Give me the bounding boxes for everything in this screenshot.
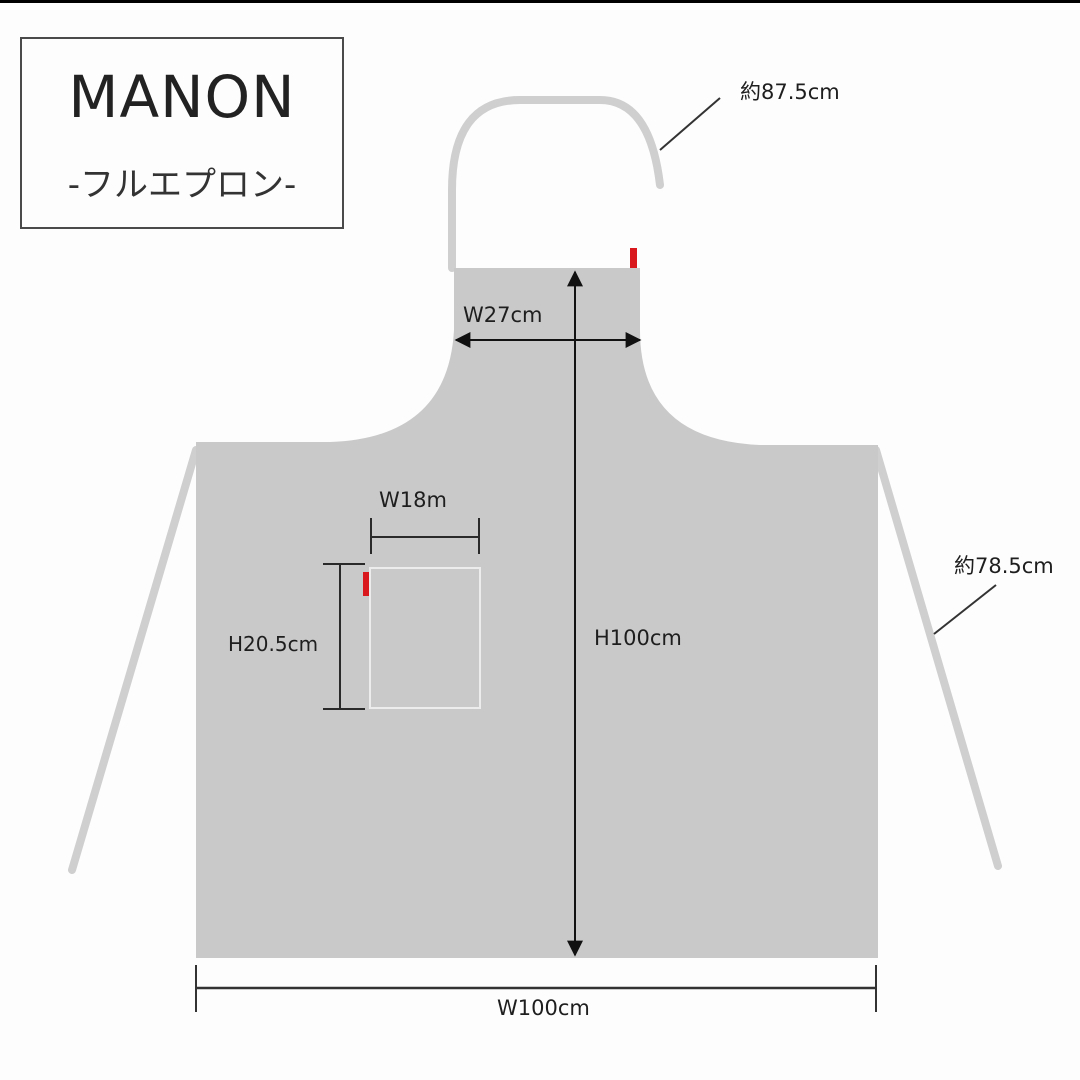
- waist-tie-leader: [933, 584, 997, 635]
- neck-strap: [448, 96, 664, 272]
- top-border: [0, 0, 1080, 3]
- neck-strap-leader: [659, 97, 721, 151]
- apron-body: [196, 268, 878, 958]
- waist-tie-length-label: 約78.5cm: [954, 554, 1054, 578]
- left-waist-tie: [68, 446, 200, 874]
- pocket-width-label: W18m: [379, 488, 447, 512]
- total-width-label: W100cm: [497, 996, 590, 1020]
- neck-tag: [630, 248, 637, 268]
- total-height-label: H100cm: [594, 626, 682, 650]
- neck-strap-length-label: 約87.5cm: [740, 80, 840, 104]
- bib-width-label: W27cm: [463, 303, 543, 327]
- product-subtitle: -フルエプロン-: [67, 165, 297, 205]
- pocket-tag: [363, 572, 370, 596]
- brand-box: MANON -フルエプロン-: [20, 37, 344, 229]
- right-waist-tie: [872, 446, 1002, 870]
- brand-name: MANON: [68, 63, 296, 131]
- pocket-height-label: H20.5cm: [228, 632, 319, 656]
- pocket-outline: [369, 567, 481, 709]
